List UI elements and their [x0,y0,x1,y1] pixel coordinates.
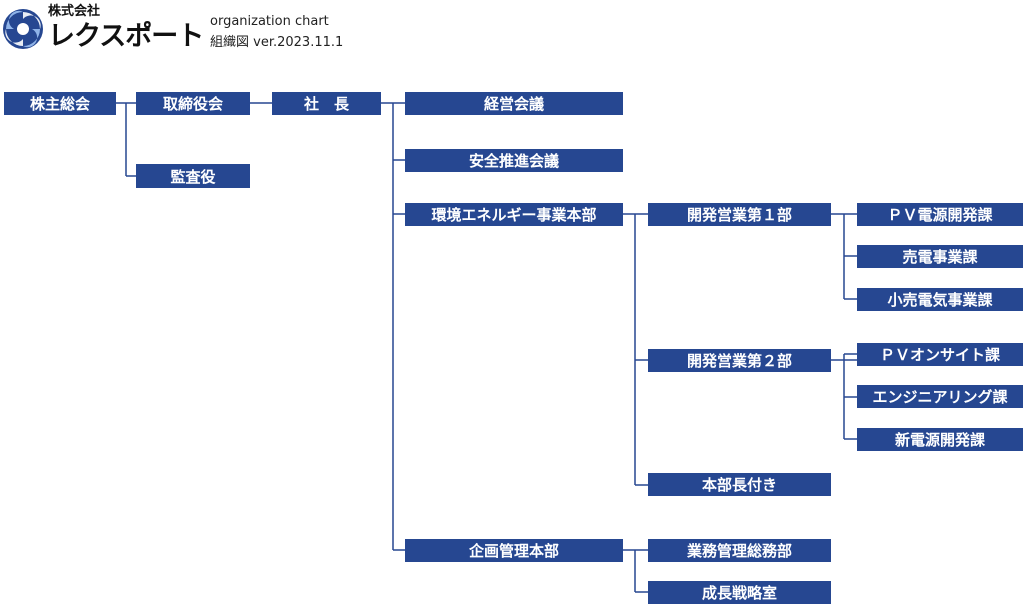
company-prefix: 株式会社 [48,4,101,19]
box-dev-sales-2: 開発営業第２部 [648,349,831,372]
box-general-affairs: 業務管理総務部 [648,539,831,562]
box-power-sales: 売電事業課 [857,245,1023,268]
box-dev-sales-1: 開発営業第１部 [648,203,831,226]
box-new-power: 新電源開発課 [857,428,1023,451]
box-auditor: 監査役 [136,164,250,188]
company-name: レクスポート [48,21,204,52]
box-management-meeting: 経営会議 [405,92,623,115]
box-small-power: 小売電気事業課 [857,288,1023,311]
doc-title: organization chart [210,14,329,29]
doc-subtitle: 組織図 ver.2023.11.1 [210,35,344,50]
box-pv-dev: ＰＶ電源開発課 [857,203,1023,226]
box-planning-hq: 企画管理本部 [405,539,623,562]
box-board: 取締役会 [136,92,250,115]
box-president: 社 長 [272,92,381,115]
box-shareholders: 株主総会 [4,92,116,115]
box-growth-strategy: 成長戦略室 [648,581,831,604]
box-safety-meeting: 安全推進会議 [405,149,623,172]
swirl-logo-icon [3,9,43,49]
box-hq-manager: 本部長付き [648,473,831,496]
box-pv-onsite: ＰＶオンサイト課 [857,343,1023,366]
box-engineering: エンジニアリング課 [857,385,1023,408]
box-env-energy-hq: 環境エネルギー事業本部 [405,203,623,226]
company-logo: 株式会社 レクスポート [2,0,204,52]
